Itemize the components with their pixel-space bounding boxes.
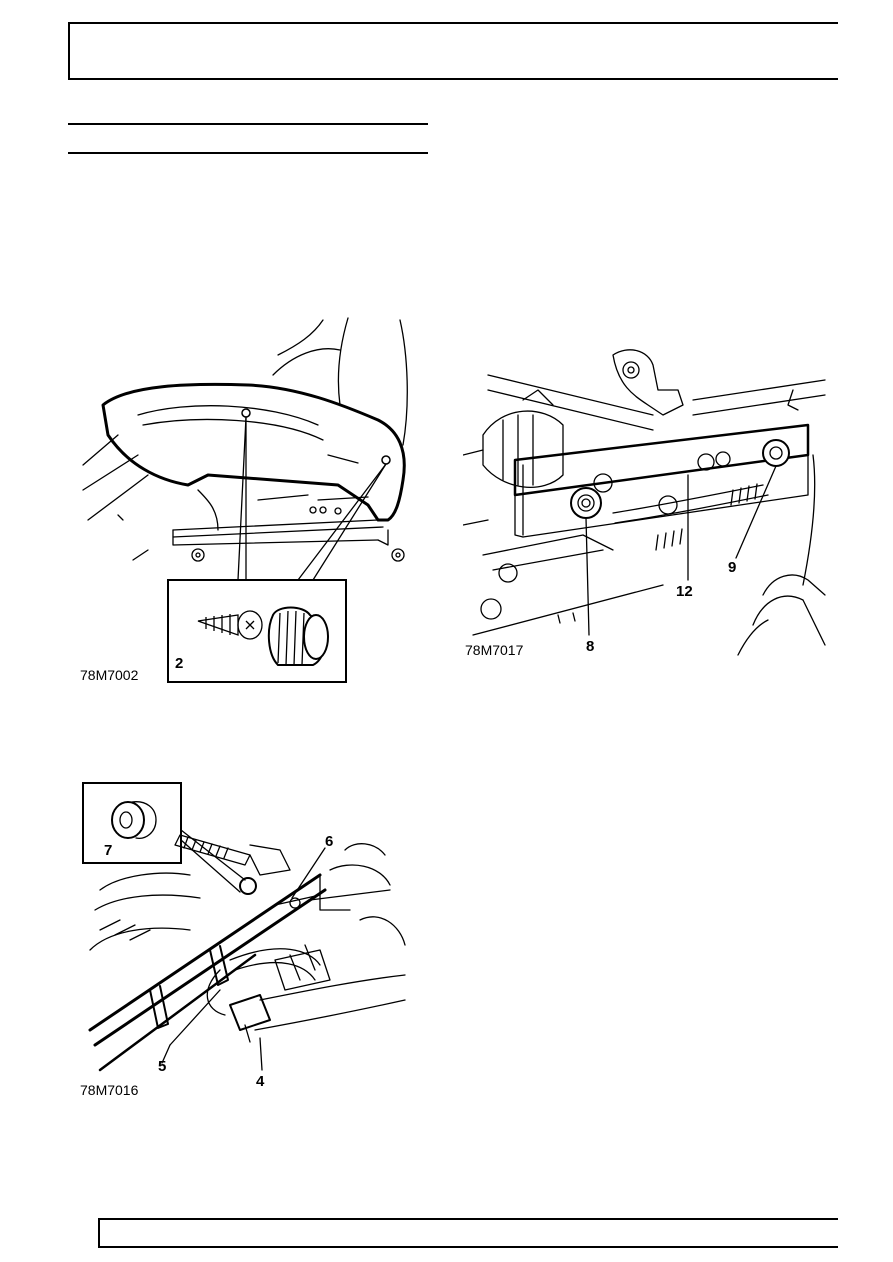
- callout-label: 5: [158, 1058, 167, 1075]
- header-box: [68, 22, 838, 80]
- figure-code: 78M7002: [80, 667, 139, 683]
- callout-label: 2: [175, 655, 184, 672]
- callout-label: 8: [586, 638, 595, 655]
- callout-label: 12: [676, 583, 693, 600]
- figure-seat-motor: 78M7016 7 6 5 4: [80, 780, 410, 1100]
- callout-label: 9: [728, 559, 737, 576]
- callout-label: 7: [104, 842, 113, 859]
- figure-code: 78M7016: [80, 1082, 139, 1098]
- figure-seat-rail: 78M7017 8 9 12: [463, 345, 830, 660]
- callout-label: 6: [325, 833, 334, 850]
- callout-label: 4: [256, 1073, 265, 1090]
- seat-trim-illustration: [82, 317, 408, 683]
- seat-rail-illustration: [463, 349, 826, 656]
- figure-seat-trim: 78M7002 2: [78, 315, 423, 685]
- footer-box: [98, 1218, 838, 1248]
- seat-motor-illustration: [82, 782, 406, 1072]
- section-rule-top: [68, 123, 428, 125]
- section-rule-bottom: [68, 152, 428, 154]
- figure-code: 78M7017: [465, 642, 524, 658]
